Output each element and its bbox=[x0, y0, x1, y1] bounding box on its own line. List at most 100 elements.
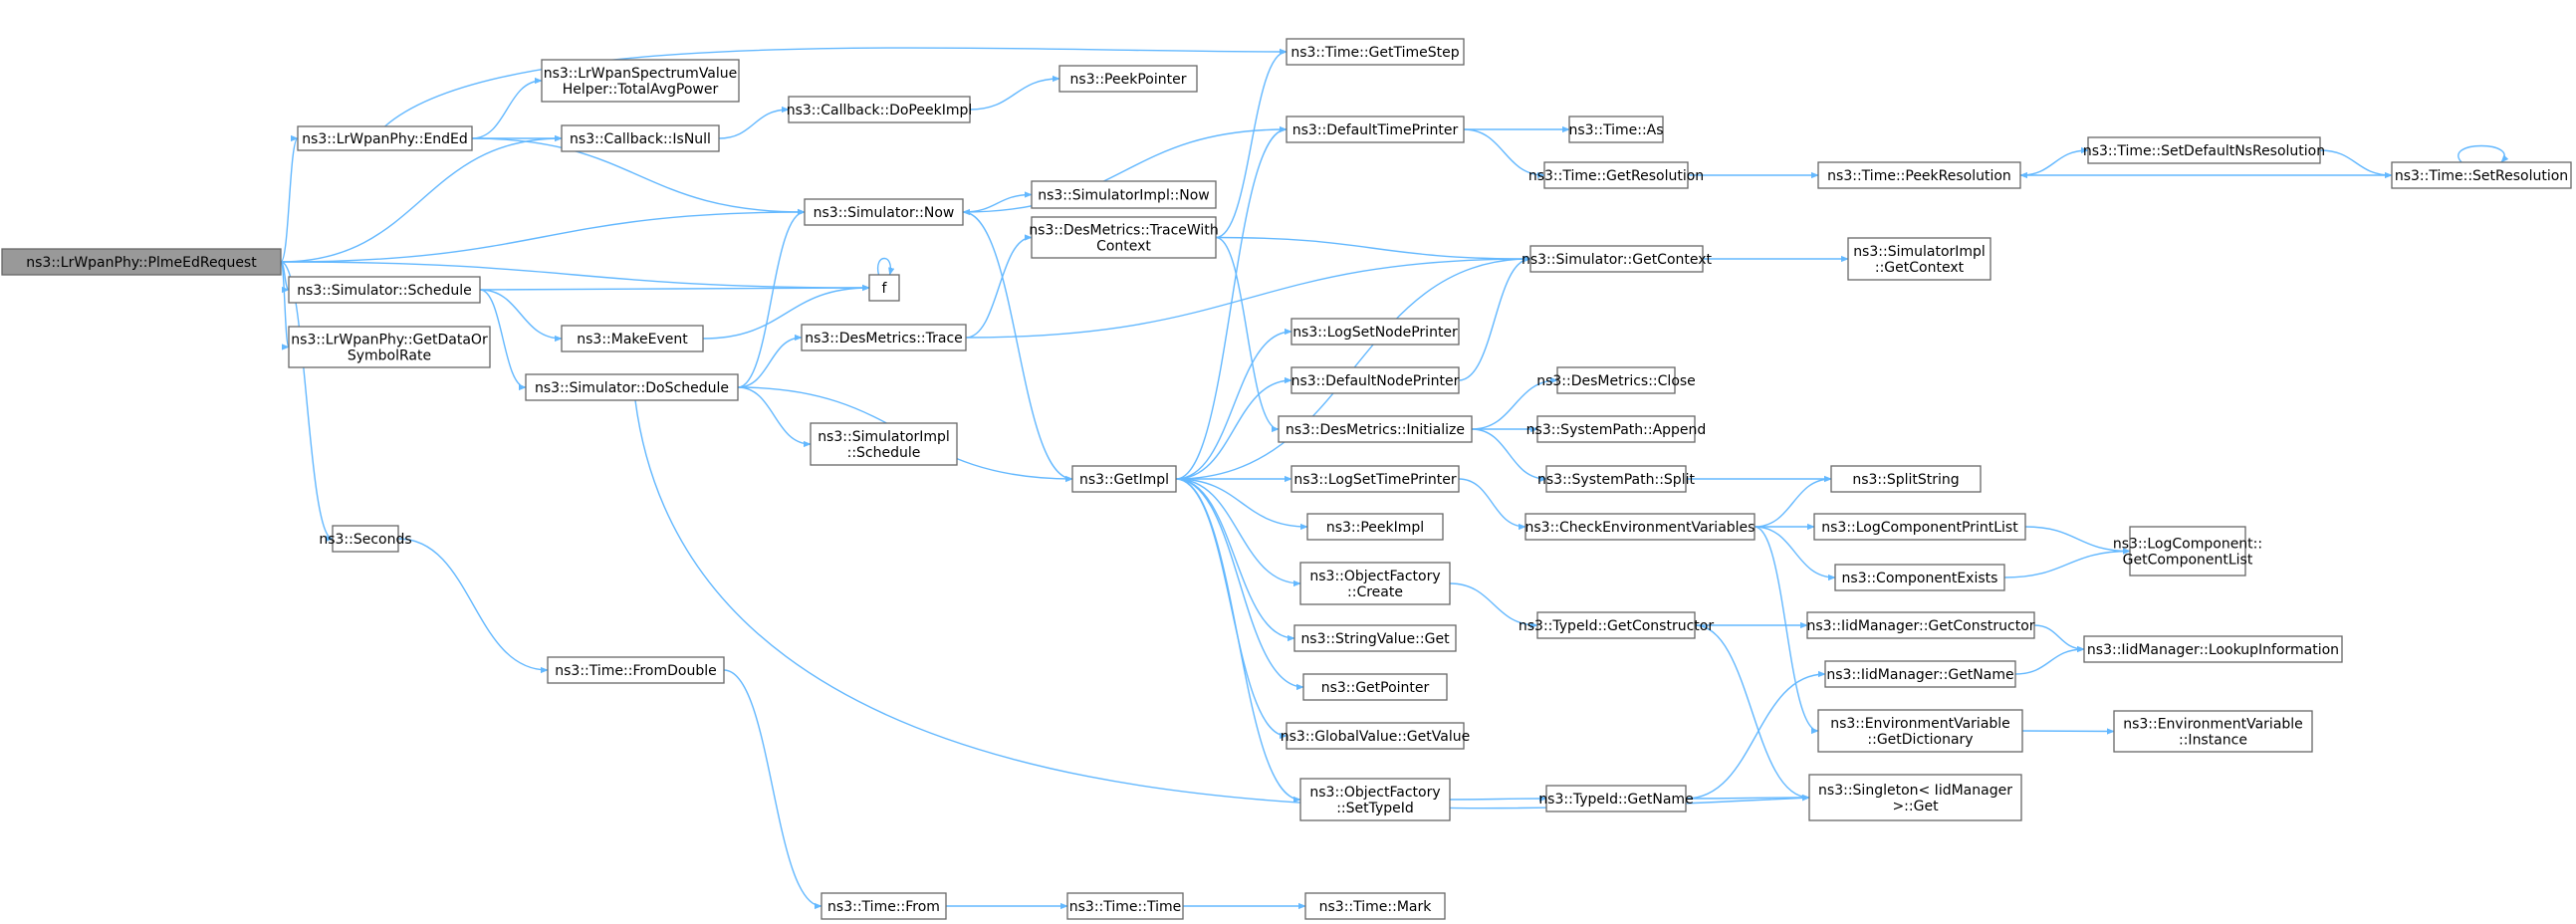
node-box[interactable] bbox=[1306, 513, 1444, 541]
node-box[interactable] bbox=[1536, 611, 1696, 639]
node-simGetCtx[interactable]: ns3::Simulator::GetContext bbox=[1522, 245, 1713, 273]
node-box[interactable] bbox=[2087, 136, 2321, 164]
node-simImplNow[interactable]: ns3::SimulatorImpl::Now bbox=[1031, 180, 1217, 209]
node-box[interactable] bbox=[1808, 774, 2022, 821]
node-box[interactable] bbox=[1290, 465, 1460, 493]
node-box[interactable] bbox=[332, 525, 399, 553]
node-timeMark[interactable]: ns3::Time::Mark bbox=[1304, 892, 1446, 920]
node-timeSetDefNs[interactable]: ns3::Time::SetDefaultNsResolution bbox=[2083, 136, 2325, 164]
node-timeFromDouble[interactable]: ns3::Time::FromDouble bbox=[547, 656, 725, 684]
node-simImplSched[interactable]: ns3::SimulatorImpl::Schedule bbox=[810, 422, 958, 466]
node-timeTime[interactable]: ns3::Time::Time bbox=[1066, 892, 1184, 920]
node-box[interactable] bbox=[1556, 366, 1676, 394]
node-box[interactable] bbox=[1536, 415, 1696, 443]
node-timeStep[interactable]: ns3::Time::GetTimeStep bbox=[1286, 38, 1465, 66]
node-getPointer[interactable]: ns3::GetPointer bbox=[1302, 673, 1448, 701]
node-timeFrom[interactable]: ns3::Time::From bbox=[820, 892, 947, 920]
node-getImpl[interactable]: ns3::GetImpl bbox=[1071, 465, 1177, 493]
node-box[interactable] bbox=[1031, 216, 1217, 259]
node-box[interactable] bbox=[1299, 562, 1451, 605]
node-box[interactable] bbox=[1817, 709, 2023, 753]
node-defNodePrinter[interactable]: ns3::DefaultNodePrinter bbox=[1290, 366, 1460, 394]
node-box[interactable] bbox=[297, 125, 473, 151]
node-logCompPrint[interactable]: ns3::LogComponentPrintList bbox=[1813, 513, 2026, 541]
node-box[interactable] bbox=[547, 656, 725, 684]
node-logSetTime[interactable]: ns3::LogSetTimePrinter bbox=[1290, 465, 1460, 493]
node-box[interactable] bbox=[561, 325, 704, 352]
node-iidGetName[interactable]: ns3::IidManager::GetName bbox=[1824, 660, 2016, 688]
node-box[interactable] bbox=[1, 248, 282, 276]
node-f[interactable]: f bbox=[868, 274, 900, 302]
node-box[interactable] bbox=[1824, 660, 2016, 688]
node-stringValueGet[interactable]: ns3::StringValue::Get bbox=[1293, 624, 1457, 652]
node-box[interactable] bbox=[2129, 526, 2246, 577]
node-box[interactable] bbox=[561, 124, 720, 152]
node-peekImpl[interactable]: ns3::PeekImpl bbox=[1306, 513, 1444, 541]
node-box[interactable] bbox=[1286, 722, 1465, 750]
node-box[interactable] bbox=[1299, 778, 1451, 821]
node-objFactCreate[interactable]: ns3::ObjectFactory::Create bbox=[1299, 562, 1451, 605]
node-compExists[interactable]: ns3::ComponentExists bbox=[1834, 564, 2005, 591]
node-box[interactable] bbox=[801, 324, 967, 351]
node-simDoSched[interactable]: ns3::Simulator::DoSchedule bbox=[525, 373, 739, 401]
node-objFactSetTypeId[interactable]: ns3::ObjectFactory::SetTypeId bbox=[1299, 778, 1451, 821]
node-sysSplit[interactable]: ns3::SystemPath::Split bbox=[1537, 465, 1695, 493]
node-box[interactable] bbox=[1545, 465, 1687, 493]
node-desClose[interactable]: ns3::DesMetrics::Close bbox=[1536, 366, 1696, 394]
node-box[interactable] bbox=[1286, 38, 1465, 66]
node-timePeekRes[interactable]: ns3::Time::PeekResolution bbox=[1817, 161, 2021, 189]
node-checkEnv[interactable]: ns3::CheckEnvironmentVariables bbox=[1524, 513, 1756, 541]
node-globalGetValue[interactable]: ns3::GlobalValue::GetValue bbox=[1281, 722, 1470, 750]
node-box[interactable] bbox=[1543, 161, 1689, 189]
node-box[interactable] bbox=[810, 422, 958, 466]
node-box[interactable] bbox=[1545, 785, 1687, 812]
node-box[interactable] bbox=[1524, 513, 1756, 541]
node-box[interactable] bbox=[1031, 180, 1217, 209]
node-logCompList[interactable]: ns3::LogComponent::GetComponentList bbox=[2113, 526, 2262, 577]
node-root[interactable]: ns3::LrWpanPhy::PlmeEdRequest bbox=[1, 248, 282, 276]
node-desTrace[interactable]: ns3::DesMetrics::Trace bbox=[801, 324, 967, 351]
node-box[interactable] bbox=[868, 274, 900, 302]
node-box[interactable] bbox=[1302, 673, 1448, 701]
node-box[interactable] bbox=[1834, 564, 2005, 591]
node-timeAs[interactable]: ns3::Time::As bbox=[1568, 116, 1664, 143]
node-endEd[interactable]: ns3::LrWpanPhy::EndEd bbox=[297, 125, 473, 151]
node-box[interactable] bbox=[804, 198, 964, 226]
node-specHelper[interactable]: ns3::LrWpanSpectrumValueHelper::TotalAvg… bbox=[541, 59, 740, 103]
node-typeIdGetCtor[interactable]: ns3::TypeId::GetConstructor bbox=[1519, 611, 1714, 639]
node-box[interactable] bbox=[1813, 513, 2026, 541]
node-box[interactable] bbox=[1293, 624, 1457, 652]
node-box[interactable] bbox=[1278, 415, 1473, 443]
node-makeEvent[interactable]: ns3::MakeEvent bbox=[561, 325, 704, 352]
node-box[interactable] bbox=[1568, 116, 1664, 143]
node-simSchedule[interactable]: ns3::Simulator::Schedule bbox=[288, 276, 481, 304]
node-box[interactable] bbox=[2083, 635, 2343, 663]
node-desInit[interactable]: ns3::DesMetrics::Initialize bbox=[1278, 415, 1473, 443]
node-seconds[interactable]: ns3::Seconds bbox=[319, 525, 412, 553]
node-defTimePrinter[interactable]: ns3::DefaultTimePrinter bbox=[1286, 116, 1465, 143]
node-box[interactable] bbox=[820, 892, 947, 920]
node-box[interactable] bbox=[1058, 65, 1198, 93]
node-logSetNode[interactable]: ns3::LogSetNodePrinter bbox=[1290, 318, 1460, 346]
node-box[interactable] bbox=[1817, 161, 2021, 189]
node-box[interactable] bbox=[1286, 116, 1465, 143]
node-box[interactable] bbox=[1290, 366, 1460, 394]
node-singletonGet[interactable]: ns3::Singleton< IidManager >::Get bbox=[1808, 774, 2022, 821]
node-typeIdGetName[interactable]: ns3::TypeId::GetName bbox=[1538, 785, 1694, 812]
node-box[interactable] bbox=[2391, 161, 2572, 189]
node-cbDoPeek[interactable]: ns3::Callback::DoPeekImpl bbox=[787, 96, 973, 123]
node-iidLookup[interactable]: ns3::IidManager::LookupInformation bbox=[2083, 635, 2343, 663]
node-simNow[interactable]: ns3::Simulator::Now bbox=[804, 198, 964, 226]
node-iidGetCtor[interactable]: ns3::IidManager::GetConstructor bbox=[1806, 611, 2035, 639]
node-box[interactable] bbox=[1304, 892, 1446, 920]
node-box[interactable] bbox=[1847, 237, 1991, 281]
node-box[interactable] bbox=[1066, 892, 1184, 920]
node-sysAppend[interactable]: ns3::SystemPath::Append bbox=[1526, 415, 1707, 443]
node-splitString[interactable]: ns3::SplitString bbox=[1830, 465, 1982, 493]
node-box[interactable] bbox=[525, 373, 739, 401]
node-box[interactable] bbox=[788, 96, 971, 123]
node-box[interactable] bbox=[541, 59, 740, 103]
node-box[interactable] bbox=[288, 326, 491, 368]
